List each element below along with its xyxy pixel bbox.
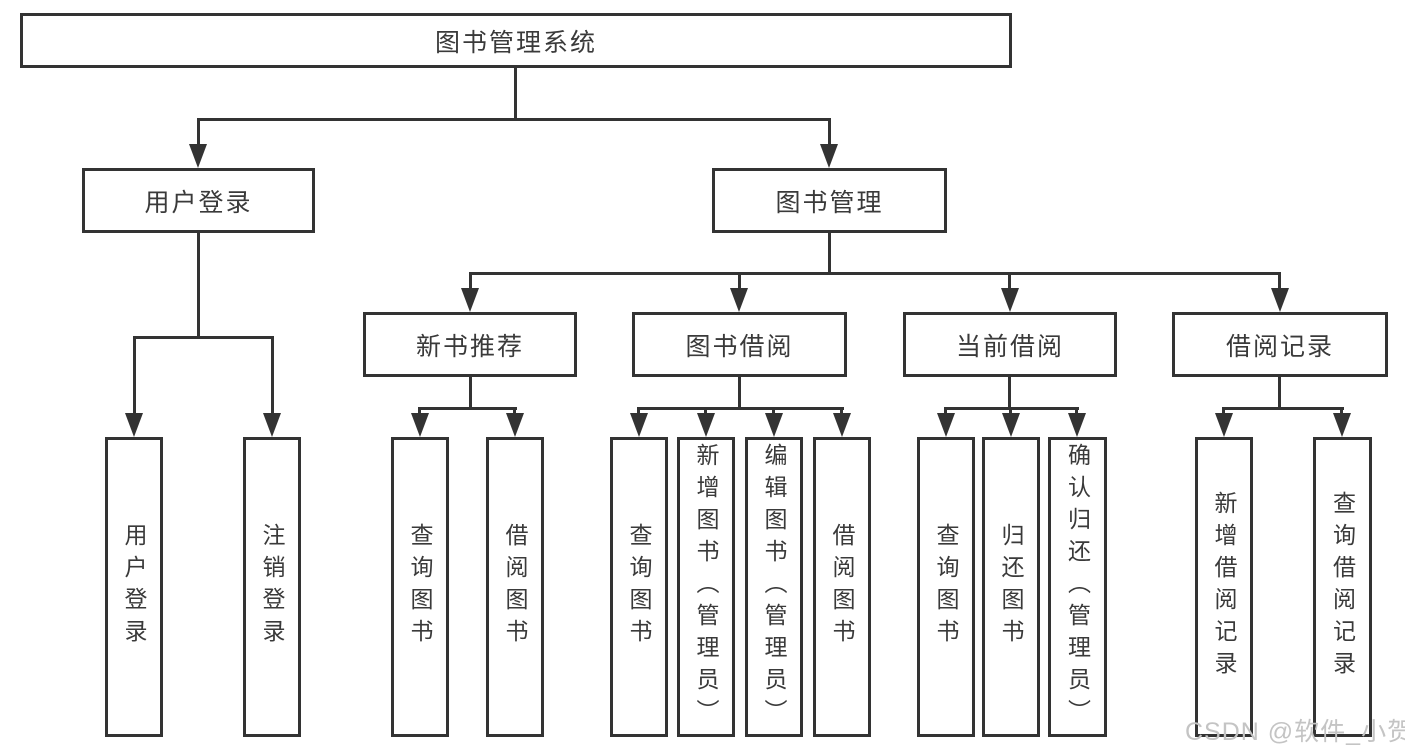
connector-borrowing-records-bar [1223,407,1344,410]
arrowhead-down [1002,413,1020,437]
arrowhead-down [833,413,851,437]
leaf-query-books-current: 查询图书 [917,437,975,737]
leaf-query-books-borrowing: 查询图书 [610,437,668,737]
arrowhead-down [1068,413,1086,437]
arrowhead-down [411,413,429,437]
connector-leaf-drop [1075,407,1078,417]
arrowhead-down [1333,413,1351,437]
node-label: 用户登录 [144,188,253,217]
arrowhead-down [1001,288,1019,312]
leaf-add-books-admin: 新增图书（管理员） [677,437,735,737]
node-label: 用户登录 [121,523,147,651]
connector-drop-book-management [828,118,831,148]
node-current-borrowing: 当前借阅 [903,312,1117,377]
node-label: 查询图书 [933,523,959,651]
node-label: 新增图书（管理员） [693,443,719,731]
node-book-management: 图书管理 [712,168,947,233]
node-new-book-recommendation: 新书推荐 [363,312,577,377]
connector-new-book-bar [419,407,517,410]
connector-borrowing-records-trunk [1278,377,1281,407]
connector-drop-book-borrowing [738,272,741,290]
connector-current-borrowing-trunk [1008,377,1011,407]
connector-login-bar [133,336,274,339]
leaf-confirm-return-admin: 确认归还（管理员） [1048,437,1107,737]
connector-leaf-drop [944,407,947,417]
connector-leaf-drop [772,407,775,417]
node-label: 查询借阅记录 [1329,491,1356,683]
leaf-borrow-books-borrowing: 借阅图书 [813,437,871,737]
arrowhead-down [730,288,748,312]
connector-root-trunk [514,68,517,118]
connector-leaf-drop [704,407,707,417]
arrowhead-down [125,413,143,437]
arrowhead-down [506,413,524,437]
connector-management-trunk [828,233,831,272]
arrowhead-down [189,144,207,168]
connector-drop-new-book [469,272,472,290]
arrowhead-down [1271,288,1289,312]
connector-leaf-drop [1340,407,1343,417]
arrowhead-down [697,413,715,437]
leaf-borrow-books-recommend: 借阅图书 [486,437,544,737]
node-user-login: 用户登录 [82,168,315,233]
connector-drop-current-borrowing [1008,272,1011,290]
connector-book-borrowing-trunk [738,377,741,407]
node-label: 查询图书 [407,523,433,651]
watermark: CSDN @软件_小贺同学 [1185,718,1405,746]
node-label: 注销登录 [259,523,285,651]
node-label: 归还图书 [998,523,1024,651]
node-label: 借阅记录 [1225,332,1334,361]
leaf-return-books: 归还图书 [982,437,1040,737]
node-label: 新增借阅记录 [1211,491,1237,683]
node-label: 确认归还（管理员） [1064,443,1091,731]
connector-leaf-drop [1009,407,1012,417]
connector-drop-borrowing-records [1278,272,1281,290]
connector-level2-bar [197,118,831,121]
arrowhead-down [630,413,648,437]
node-label: 借阅图书 [829,523,855,651]
node-label: 图书管理 [775,188,884,217]
connector-login-trunk [197,233,200,336]
node-label: 查询图书 [626,523,652,651]
leaf-user-login: 用户登录 [105,437,163,737]
connector-book-borrowing-bar [638,407,844,410]
node-label: 图书管理系统 [434,28,597,57]
connector-sections-bar [469,272,1281,275]
node-label: 借阅图书 [502,523,528,651]
connector-leaf-drop [513,407,516,417]
node-library-system: 图书管理系统 [20,13,1012,68]
leaf-edit-books-admin: 编辑图书（管理员） [745,437,803,737]
arrowhead-down [1215,413,1233,437]
leaf-query-books-recommend: 查询图书 [391,437,449,737]
connector-leaf-drop [637,407,640,417]
arrowhead-down [765,413,783,437]
arrowhead-down [937,413,955,437]
node-label: 新书推荐 [415,332,524,361]
arrowhead-down [263,413,281,437]
node-borrowing-records: 借阅记录 [1172,312,1388,377]
node-label: 图书借阅 [685,332,794,361]
arrowhead-down [820,144,838,168]
leaf-logout: 注销登录 [243,437,301,737]
connector-leaf-drop [1222,407,1225,417]
arrowhead-down [461,288,479,312]
connector-drop-user-login [197,118,200,148]
connector-drop-leaf-logout [271,336,274,414]
leaf-query-borrow-record: 查询借阅记录 [1313,437,1372,737]
connector-current-borrowing-bar [945,407,1079,410]
node-label: 编辑图书（管理员） [761,443,787,731]
leaf-add-borrow-record: 新增借阅记录 [1195,437,1253,737]
node-book-borrowing: 图书借阅 [632,312,847,377]
node-label: 当前借阅 [955,332,1064,361]
connector-leaf-drop [418,407,421,417]
connector-leaf-drop [840,407,843,417]
connector-new-book-trunk [469,377,472,407]
connector-drop-leaf-user-login [133,336,136,414]
